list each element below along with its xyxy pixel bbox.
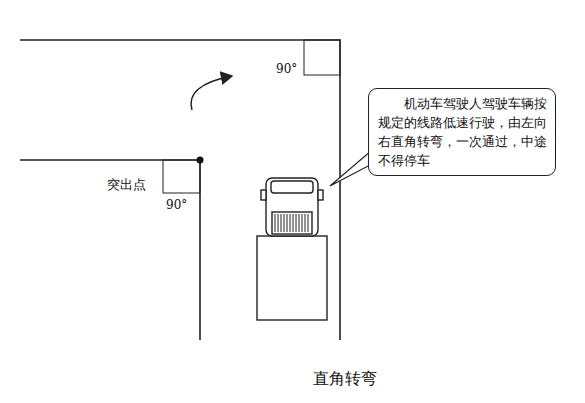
caption: 直角转弯 (313, 369, 377, 390)
turn-arrow (191, 76, 232, 110)
point-label: 突出点 (107, 176, 146, 194)
angle-label: 90° (166, 198, 187, 212)
angle-label: 90° (276, 62, 297, 76)
angle-mark (163, 160, 200, 193)
callout-pointer (330, 150, 372, 186)
callout-text: 机动车驾驶人驾驶车辆按规定的线路低速行驶，由左向右直角转弯，一次通过，中途不得停… (378, 94, 547, 170)
outer-edge (20, 40, 340, 340)
angle-mark (304, 40, 340, 75)
inner-edge (20, 160, 200, 340)
truck (257, 178, 327, 320)
callout-box: 机动车驾驶人驾驶车辆按规定的线路低速行驶，由左向右直角转弯，一次通过，中途不得停… (368, 88, 556, 176)
protrusion-dot (197, 157, 204, 164)
